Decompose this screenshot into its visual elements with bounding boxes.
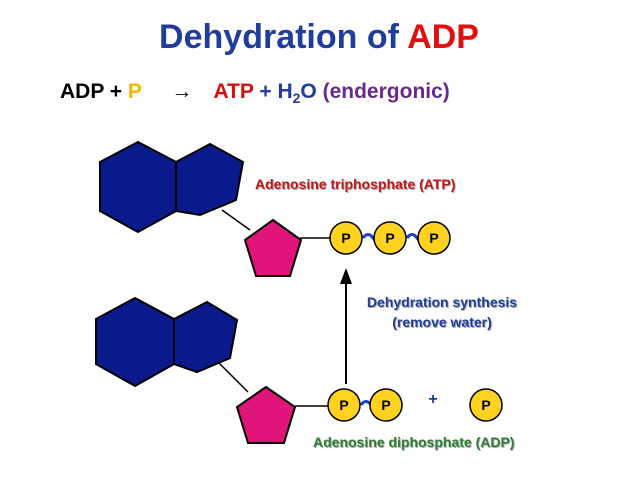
ribose-sugar: [243, 218, 303, 277]
ribose-sugar: [235, 385, 297, 444]
phosphate-label: P: [339, 397, 348, 413]
title-highlight: ADP: [407, 18, 479, 56]
adp-molecule: P P P +: [95, 296, 503, 444]
phosphate-label: P: [481, 397, 490, 413]
adenine-pentagon: [175, 142, 245, 217]
equation-plus-h: + H: [259, 80, 293, 103]
phosphate-group: [327, 388, 361, 422]
equation-adp: ADP +: [60, 80, 123, 103]
phosphate-group: [373, 221, 407, 255]
adp-label: Adenosine diphosphate (ADP): [313, 434, 515, 450]
free-phosphate: [469, 388, 503, 422]
dehydration-line-1: Dehydration synthesis: [366, 294, 518, 310]
equation-water: + H2O: [259, 80, 317, 107]
phosphate-group: [369, 388, 403, 422]
phosphate-group: [329, 221, 363, 255]
equation-subscript: 2: [292, 90, 301, 107]
phosphate-label: P: [381, 397, 390, 413]
phosphate-label: P: [341, 230, 350, 246]
adenine-pentagon: [173, 300, 239, 374]
adenine-hexagon: [95, 296, 175, 388]
reaction-equation: ADP + P → ATP + H2O (endergonic): [60, 80, 450, 106]
dehydration-line-2: (remove water): [392, 314, 492, 330]
equation-note: (endergonic): [322, 80, 450, 103]
atp-label: Adenosine triphosphate (ATP): [255, 176, 456, 192]
title-prefix: Dehydration of: [159, 18, 399, 56]
equation-phosphate: P: [127, 80, 142, 103]
phosphate-label: P: [429, 230, 438, 246]
base-sugar-bond: [217, 361, 249, 393]
phosphate-label: P: [385, 230, 394, 246]
equation-o: O: [300, 80, 317, 103]
adenine-hexagon: [99, 140, 177, 234]
equation-atp: ATP: [213, 80, 254, 103]
plus-sign: +: [428, 391, 437, 408]
base-sugar-bond: [221, 209, 251, 231]
phosphate-group: [417, 221, 451, 255]
atp-molecule: P P P: [99, 140, 451, 277]
reaction-arrow: →: [171, 80, 193, 103]
arrow-head: [340, 268, 352, 284]
page-title: Dehydration of ADP: [0, 18, 638, 57]
synthesis-arrow: [340, 268, 352, 384]
dehydration-label: Dehydration synthesis (remove water): [362, 292, 522, 332]
